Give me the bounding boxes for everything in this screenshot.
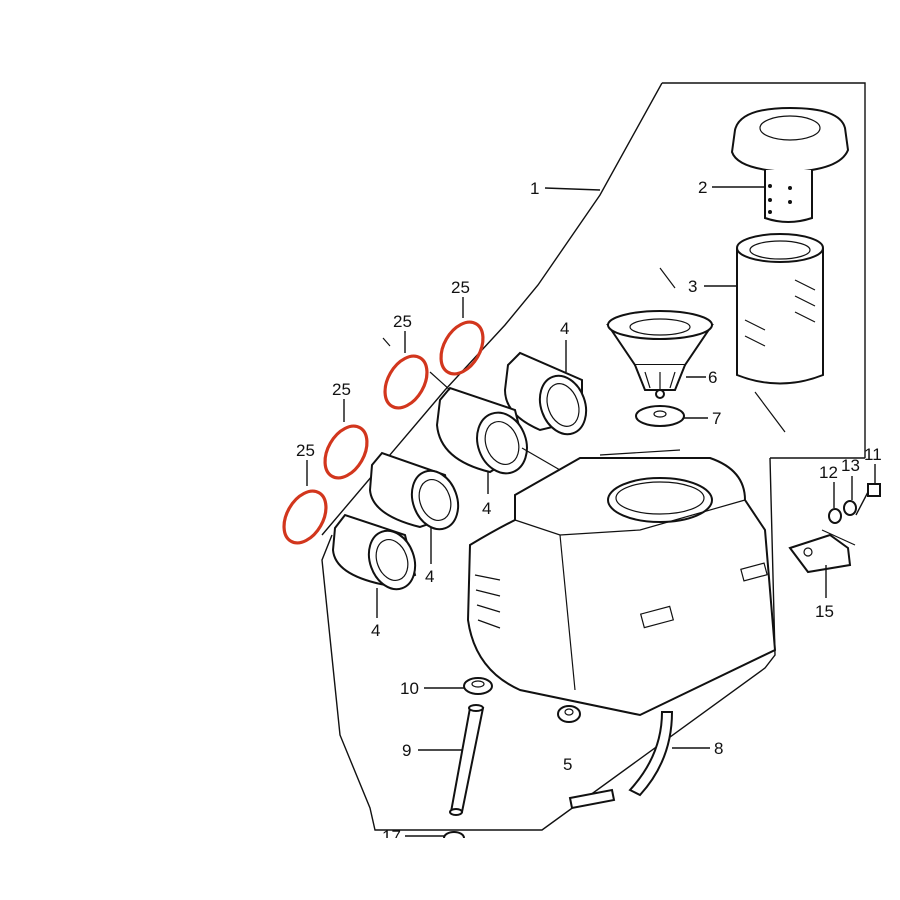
callout-4c-label: 4 xyxy=(425,567,434,586)
callout-4b-label: 4 xyxy=(482,499,491,518)
callout-1: 1 xyxy=(530,179,601,198)
callout-2-label: 2 xyxy=(698,178,707,197)
grommet-10-part: 10 xyxy=(400,677,493,698)
callout-9-label: 9 xyxy=(402,741,411,760)
callout-10-label: 10 xyxy=(400,679,419,698)
bracket-15-part: 15 xyxy=(788,529,856,621)
callout-1-label: 1 xyxy=(530,179,539,198)
callout-4a-label: 4 xyxy=(560,319,569,338)
boot-4-top: 4 xyxy=(503,319,588,436)
callout-5-label: 5 xyxy=(563,755,572,774)
callout-7-label: 7 xyxy=(712,409,721,428)
washer-12-part: 12 xyxy=(819,463,842,524)
washer-13-part: 13 xyxy=(841,456,860,516)
boot-4-bottom: 4 xyxy=(331,513,417,640)
callout-4d-label: 4 xyxy=(371,621,380,640)
bolt-11-part: 11 xyxy=(855,445,882,516)
air-box-body xyxy=(466,449,777,717)
callout-3-label: 3 xyxy=(688,277,697,296)
filter-cap-part: 2 xyxy=(698,106,850,223)
funnel-holder-part: 6 xyxy=(606,310,717,399)
callout-8-label: 8 xyxy=(714,739,723,758)
grommet-5-part: 5 xyxy=(557,705,581,774)
breather-hose-8-part: 8 xyxy=(568,711,723,810)
assembly-outline xyxy=(321,82,866,831)
o-ring-25-a: 25 xyxy=(439,278,485,376)
filter-element-part: 3 xyxy=(659,233,824,433)
boot-4-upper-middle: 4 xyxy=(435,386,528,518)
callout-15-label: 15 xyxy=(815,602,834,621)
o-ring-25-b: 25 xyxy=(382,312,429,410)
o-ring-25-d: 25 xyxy=(282,441,328,545)
o-ring-25-c: 25 xyxy=(323,380,369,480)
callout-13-label: 13 xyxy=(841,456,860,475)
callout-12-label: 12 xyxy=(819,463,838,482)
callout-6-label: 6 xyxy=(708,368,717,387)
callout-25b-label: 25 xyxy=(393,312,412,331)
callout-25d-label: 25 xyxy=(296,441,315,460)
drain-tube-9-part: 9 xyxy=(402,704,485,816)
callout-11-label: 11 xyxy=(864,445,882,464)
callout-25c-label: 25 xyxy=(332,380,351,399)
washer-part: 7 xyxy=(635,405,721,428)
callout-25a-label: 25 xyxy=(451,278,470,297)
boot-4-lower-middle: 4 xyxy=(368,451,460,586)
